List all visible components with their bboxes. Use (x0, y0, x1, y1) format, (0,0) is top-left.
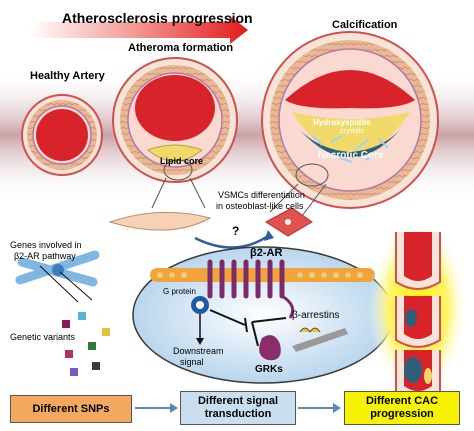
cell-transition (108, 177, 327, 249)
snps-box: Different SNPs (10, 395, 132, 423)
downstream-label-line1: Downstream (173, 346, 224, 356)
signal-box-line2: transduction (204, 408, 272, 420)
genes-label-line1: Genes involved in (10, 240, 82, 250)
variants-label: Genetic variants (10, 332, 76, 342)
atheroma-artery (112, 57, 238, 183)
chromosome (15, 250, 100, 303)
snps-box-label: Different SNPs (32, 402, 110, 415)
flow-arrows (135, 403, 341, 413)
cac-box-line2: progression (370, 408, 434, 420)
arrestins-label: β-arrestins (292, 310, 340, 321)
atheroma-label: Atheroma formation (128, 42, 234, 54)
healthy-artery-label: Healthy Artery (30, 70, 105, 82)
calcification-label: Calcification (332, 19, 398, 31)
vsmc-label-line2: in osteoblast-like cells (216, 201, 304, 211)
crystals-label: crystals (340, 128, 364, 135)
signal-box-line1: Different signal (197, 395, 279, 407)
cac-box-line1: Different CAC (365, 395, 439, 407)
question-mark: ? (232, 224, 240, 238)
downstream-label-line2: signal (180, 357, 204, 367)
variant-squares (62, 312, 110, 376)
genes-label-line2: β2-AR pathway (14, 251, 76, 261)
necrotic-core-label: Necrotic Core (318, 150, 384, 161)
cac-progression-box: Different CAC progression (344, 391, 460, 425)
signal-transduction-box: Different signal transduction (180, 391, 296, 425)
receptor-label: β2-AR (250, 247, 283, 259)
healthy-artery (21, 94, 103, 176)
lipid-core-label: Lipid core (160, 156, 204, 166)
hydroxyapatite-label: Hydroxyapatite (313, 118, 371, 127)
vsmc-label-line1: VSMCs differentiation (218, 190, 305, 200)
progression-arrow (30, 16, 248, 44)
cac-progression-visual (368, 218, 468, 400)
calcified-artery (261, 31, 439, 209)
cell-panel (132, 246, 394, 384)
grks-label: GRKs (255, 364, 283, 375)
g-protein-label: G protein (163, 287, 196, 296)
progression-label: Atherosclerosis progression (62, 10, 253, 26)
